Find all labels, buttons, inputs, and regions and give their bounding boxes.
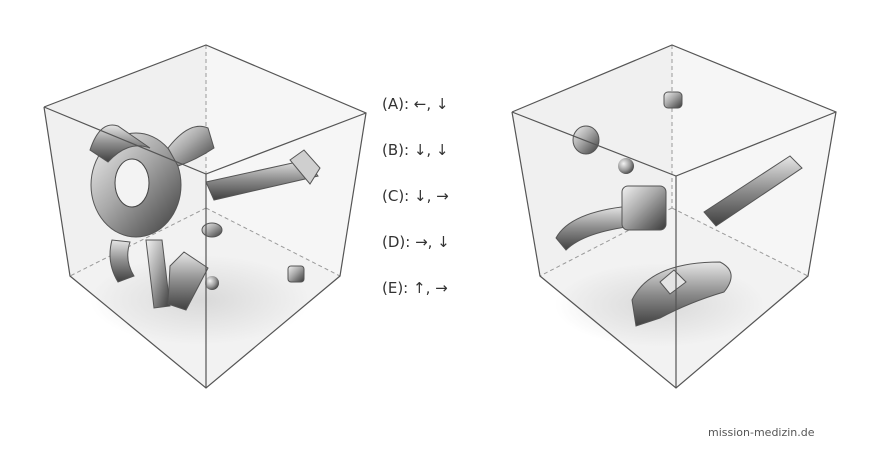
cube-left-icon <box>43 44 367 389</box>
cube-left-right-face <box>206 45 366 276</box>
hidden-edge <box>671 207 809 277</box>
floor-shadow <box>90 255 310 345</box>
option-b[interactable]: (B): ↓, ↓ <box>382 141 449 159</box>
cube-object-icon <box>89 124 321 311</box>
hidden-edge <box>69 207 207 277</box>
answer-options: (A): ←, ↓ (B): ↓, ↓ (C): ↓, → (D): →, ↓ … <box>382 92 492 322</box>
option-e[interactable]: (E): ↑, → <box>382 279 448 297</box>
option-a[interactable]: (A): ←, ↓ <box>382 95 449 113</box>
cube-object-icon <box>555 91 803 327</box>
source-credit: mission-medizin.de <box>708 426 815 439</box>
option-d[interactable]: (D): →, ↓ <box>382 233 450 251</box>
cube-right-icon <box>511 44 837 389</box>
option-c[interactable]: (C): ↓, → <box>382 187 449 205</box>
